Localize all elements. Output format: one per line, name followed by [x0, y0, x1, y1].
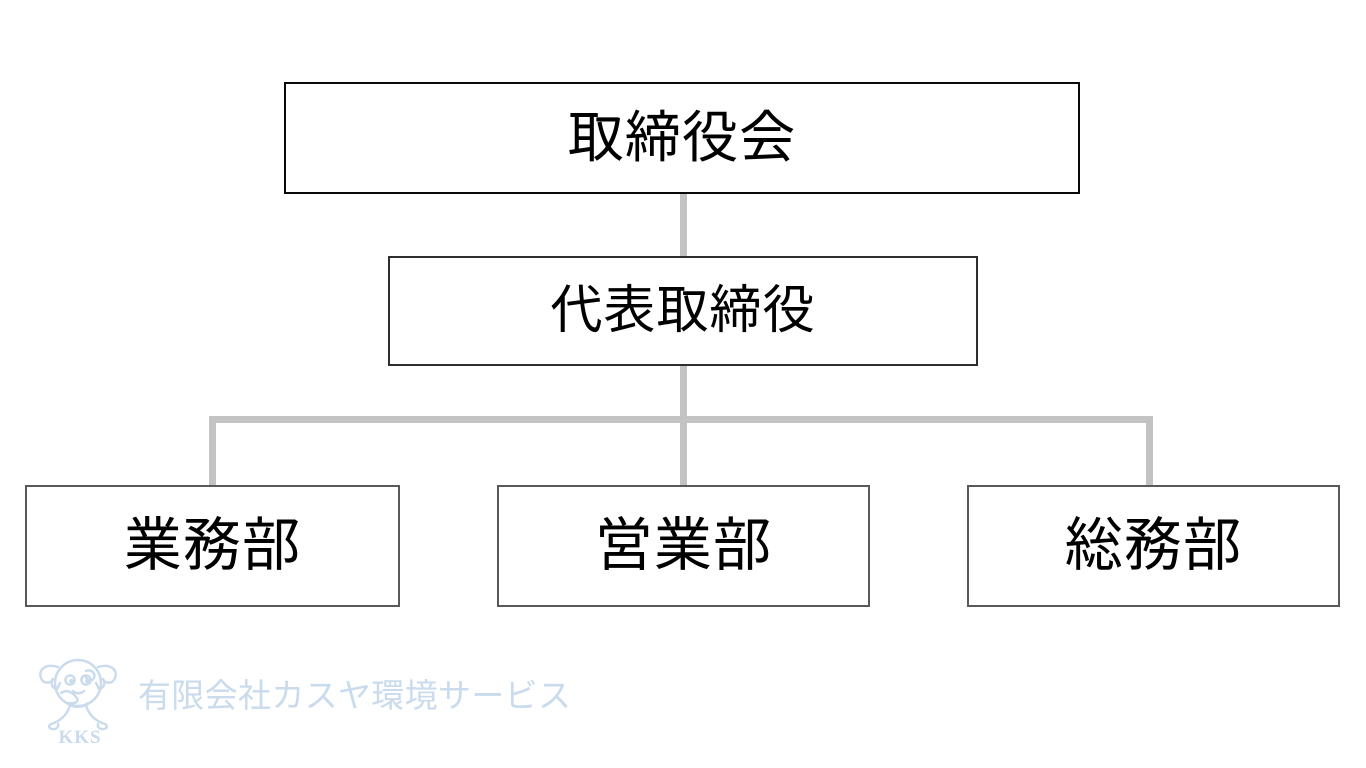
- org-node-board-label: 取締役会: [567, 106, 797, 169]
- org-node-sales-label: 営業部: [594, 513, 773, 578]
- org-node-general-affairs-label: 総務部: [1064, 513, 1243, 578]
- org-node-ceo[interactable]: 代表取締役: [388, 256, 978, 366]
- kks-wordmark: KKS: [58, 727, 101, 747]
- org-node-operations[interactable]: 業務部: [25, 485, 400, 607]
- connector-branch-to-general-affairs: [1146, 416, 1153, 486]
- org-node-operations-label: 業務部: [123, 513, 302, 578]
- org-node-sales[interactable]: 営業部: [497, 485, 870, 607]
- kks-mascot-logo-icon: KKS: [28, 643, 132, 747]
- org-node-general-affairs[interactable]: 総務部: [967, 485, 1340, 607]
- connector-branch-to-sales: [680, 416, 687, 486]
- org-node-board[interactable]: 取締役会: [284, 82, 1080, 194]
- company-name: 有限会社カスヤ環境サービス: [138, 676, 572, 714]
- org-node-ceo-label: 代表取締役: [550, 282, 816, 340]
- connector-branch-to-operations: [209, 416, 216, 486]
- watermark: KKS 有限会社カスヤ環境サービス: [28, 640, 571, 750]
- connector-ceo-to-branch: [680, 364, 687, 422]
- connector-board-to-ceo: [680, 194, 687, 258]
